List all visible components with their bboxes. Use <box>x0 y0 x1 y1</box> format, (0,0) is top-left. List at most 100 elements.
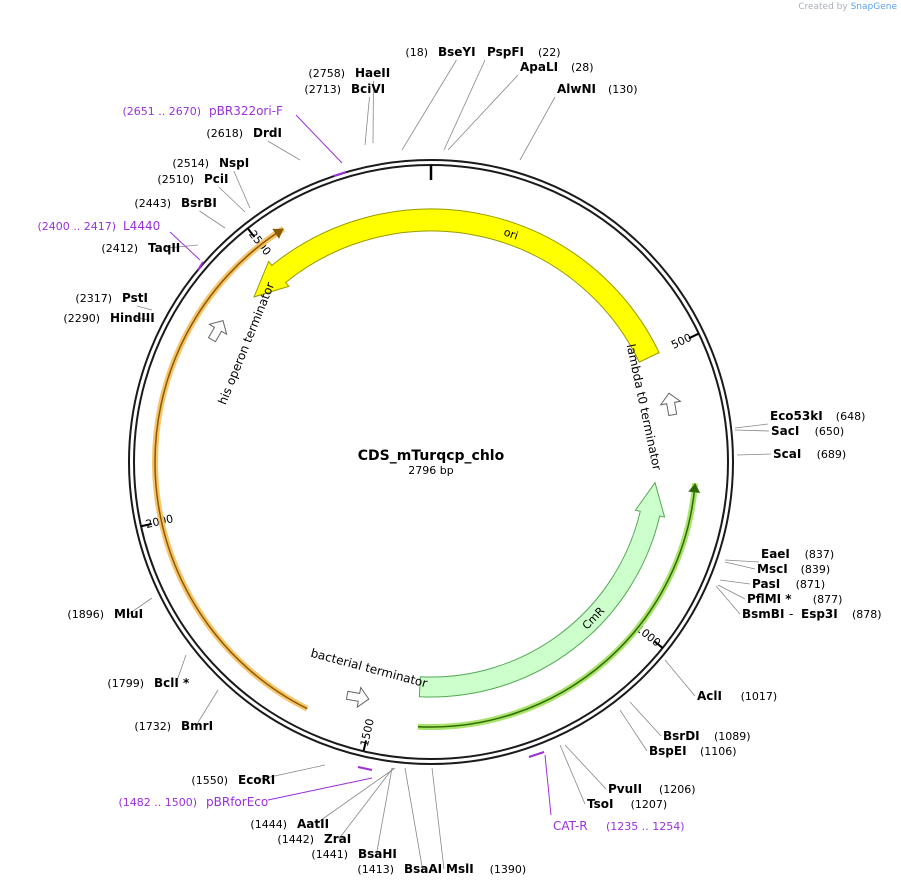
site-line <box>619 709 648 752</box>
site-pos: (1390) <box>490 863 527 876</box>
site-line <box>736 453 772 456</box>
primer-name: pBRforEco <box>206 795 268 809</box>
site-pos: (871) <box>796 578 826 591</box>
site-line <box>719 579 751 585</box>
site-pspfi: PspFI (22) <box>443 45 561 151</box>
site-name: AclI <box>697 689 722 703</box>
orf-left-line <box>154 228 308 710</box>
primer-name: pBR322ori-F <box>209 104 283 118</box>
site-bsahi: BsaHI(1441) <box>311 767 397 861</box>
site-mlui: MluI (1896) <box>67 597 153 621</box>
site-pos: (648) <box>836 410 866 423</box>
bacterial-terminator-arrow <box>345 686 370 709</box>
site-name: BsaHI <box>358 847 397 861</box>
feature-ori-label: ori <box>502 226 520 243</box>
site-pos: (22) <box>538 46 561 59</box>
site-line <box>364 96 370 146</box>
tick-2000 <box>140 522 152 528</box>
site-name: TsoI <box>587 797 613 811</box>
site-pflmi: PflMI *(877) <box>717 584 842 606</box>
primer-mark <box>528 751 545 758</box>
site-ecori: EcoRI (1550) <box>191 764 326 787</box>
site-pos: (2290) <box>63 312 100 325</box>
site-bcli: BclI * (1799) <box>107 654 190 690</box>
site-pos: (2317) <box>75 292 112 305</box>
lambda-terminator-arrow-shape <box>659 392 682 417</box>
site-name: MluI <box>114 607 143 621</box>
site-pos: (837) <box>805 548 835 561</box>
tick-500 <box>688 332 700 340</box>
primer-line <box>544 754 552 816</box>
site-name: ZraI <box>324 832 351 846</box>
site-tsoi: TsoI(1207) <box>559 744 667 811</box>
site-line <box>734 429 770 432</box>
site-hindiii: HindIII (2290) <box>63 311 154 325</box>
site-bsrdi: BsrDI(1089) <box>629 701 751 743</box>
primer-line <box>169 231 201 261</box>
site-pos: (1444) <box>250 818 287 831</box>
backbone-outer <box>128 159 734 765</box>
site-name: BclI * <box>154 676 190 690</box>
site-name: ApaLI <box>520 60 558 74</box>
site-eco53ki: Eco53kI(648) <box>734 409 866 429</box>
site-line <box>136 305 153 311</box>
site-line <box>715 585 741 615</box>
site-pos: (2618) <box>206 127 243 140</box>
tick-label-1500: 1500 <box>358 717 377 747</box>
site-msli: MslI (1390) <box>431 767 527 876</box>
site-name: PflMI * <box>747 592 792 606</box>
site-line <box>199 210 226 229</box>
tick-2500 <box>246 227 256 238</box>
primer-name: CAT-R <box>553 819 588 833</box>
site-name: DrdI <box>253 126 282 140</box>
tick-1500 <box>362 740 367 752</box>
site-pos: (2510) <box>157 173 194 186</box>
primer-mark <box>357 766 373 771</box>
primer-range: (1482 .. 1500) <box>118 796 197 809</box>
his-terminator-arrow <box>207 319 228 343</box>
site-pos: (2443) <box>134 197 171 210</box>
primer-range: (2400 .. 2417) <box>37 220 116 233</box>
site-nspi: NspI(2514) <box>172 156 251 209</box>
site-name: PspFI <box>487 45 524 59</box>
site-line <box>372 80 374 144</box>
site-drdi: DrdI (2618) <box>206 126 301 161</box>
tick-1000 <box>653 640 664 649</box>
site-line <box>734 423 769 429</box>
site-name: BsrDI <box>663 729 700 743</box>
site-name: HindIII <box>110 311 155 325</box>
snapgene-credit: Created by SnapGene <box>798 2 897 12</box>
primer-mark <box>333 171 347 177</box>
primer-mark <box>197 261 204 271</box>
site-pos: (2412) <box>101 242 138 255</box>
site-name: BspEI <box>649 744 687 758</box>
site-pos: (1550) <box>191 774 228 787</box>
site-bmri: BmrI(1732) <box>134 689 219 733</box>
site-line <box>404 767 423 870</box>
site-line <box>564 744 607 790</box>
bacterial-terminator-label: bacterial terminator <box>309 646 429 691</box>
site-pos: (1896) <box>67 608 104 621</box>
site-name: MslI <box>446 862 474 876</box>
primer-range: (1235 .. 1254) <box>606 820 685 833</box>
site-bspei: BspEI(1106) <box>619 709 737 758</box>
site-name: PstI <box>122 291 148 305</box>
site-name: HaeII <box>355 66 390 80</box>
site-line <box>443 59 486 151</box>
site-name: ScaI <box>773 447 801 461</box>
primer-cat-r: CAT-R (1235 .. 1254) <box>528 751 685 833</box>
site-scai: ScaI(689) <box>736 447 846 461</box>
site-line <box>724 561 756 570</box>
site-pos: (2713) <box>304 83 341 96</box>
site-haeii: HaeII (2758) <box>308 66 390 144</box>
site-pos: (2758) <box>308 67 345 80</box>
site-name: EcoRI <box>238 773 275 787</box>
site-pos: (1799) <box>107 677 144 690</box>
orf-right-line <box>417 483 696 728</box>
primer-line <box>267 777 373 801</box>
orf-left-head <box>272 228 284 239</box>
site-pos: (1413) <box>357 863 394 876</box>
site-pasi: PasI(871) <box>719 577 826 591</box>
site-name: NspI <box>219 156 249 170</box>
